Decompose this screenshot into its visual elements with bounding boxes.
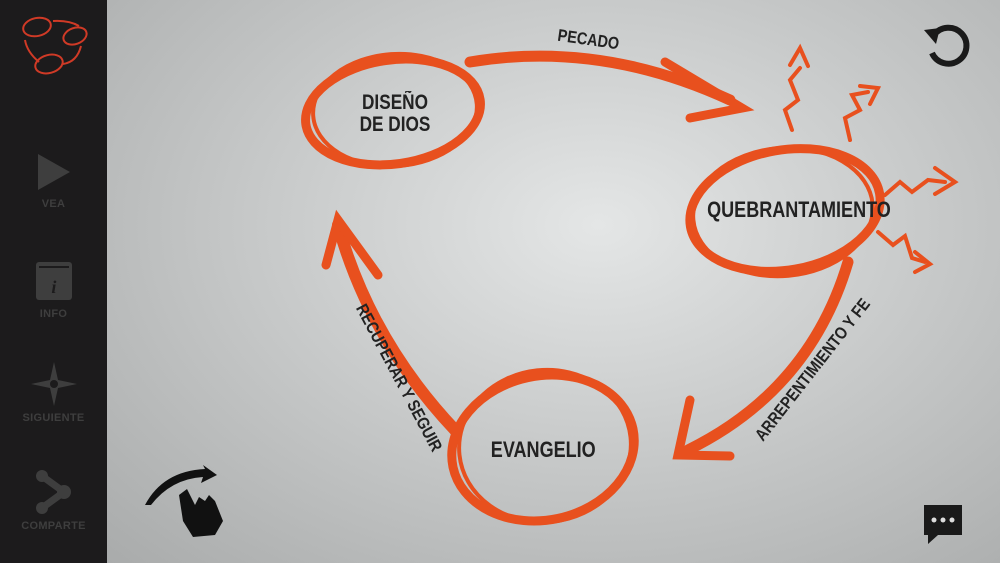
sidebar-item-label: VEA (41, 198, 66, 210)
node-diseno-ellipse (301, 51, 485, 170)
burst-icon (782, 43, 959, 274)
compass-icon (30, 362, 77, 406)
node-quebrantamiento-label: QUEBRANTAMIENTO (707, 197, 891, 222)
node-evangelio-ellipse (447, 367, 639, 526)
sidebar-item-label: SIGUIENTE (22, 412, 85, 424)
node-diseno-line1: DISEÑO (361, 91, 429, 114)
play-icon (37, 154, 70, 190)
sidebar-item-label: INFO (39, 308, 68, 320)
sidebar-item-siguiente[interactable]: SIGUIENTE (0, 362, 107, 424)
sidebar-item-label: COMPARTE (21, 520, 86, 532)
chat-icon[interactable] (922, 503, 964, 545)
sidebar-item-comparte[interactable]: COMPARTE (0, 470, 107, 532)
arrow-arrepentimiento (672, 256, 854, 461)
share-icon (35, 470, 71, 514)
cycle-logo-icon[interactable] (17, 14, 89, 76)
swipe-hand-icon[interactable] (143, 465, 227, 539)
node-evangelio-label: EVANGELIO (490, 437, 596, 462)
sidebar-item-info[interactable]: i INFO (0, 262, 107, 320)
svg-text:i: i (51, 277, 56, 297)
arrow-recuperar (321, 209, 461, 436)
arrow-pecado (464, 50, 755, 123)
node-diseno-label: DISEÑO DE DIOS (350, 91, 440, 137)
info-icon: i (35, 262, 72, 300)
sidebar-item-vea[interactable]: VEA (0, 152, 107, 210)
restart-icon[interactable] (922, 20, 974, 70)
sidebar: VEA i INFO SIGUIENTE COMPARTE (0, 0, 107, 563)
node-diseno-line2: DE DIOS (359, 113, 431, 137)
node-quebrantamiento-ellipse (685, 144, 885, 279)
